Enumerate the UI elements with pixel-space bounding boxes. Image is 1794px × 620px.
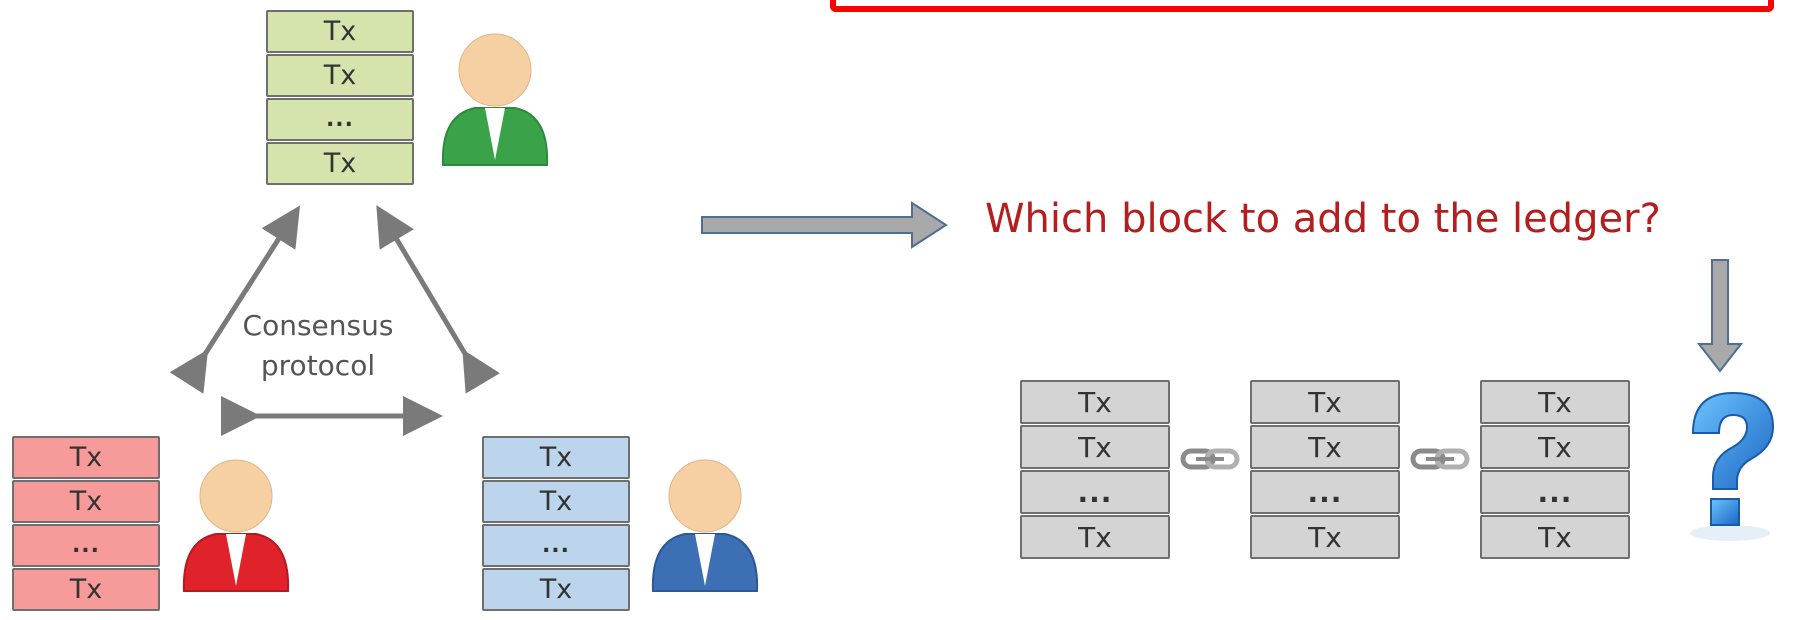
- tx-cell: Tx: [482, 568, 630, 611]
- red-node-block: Tx Tx ... Tx: [12, 436, 160, 612]
- ellipsis-cell: ...: [1020, 470, 1170, 514]
- consensus-arrows: [169, 205, 500, 436]
- tx-cell: Tx: [482, 480, 630, 523]
- highlight-frame: [830, 0, 1774, 12]
- tx-cell: Tx: [1020, 380, 1170, 424]
- tx-cell: Tx: [482, 436, 630, 479]
- blue-node-block: Tx Tx ... Tx: [482, 436, 630, 612]
- question-mark-icon: [1690, 391, 1775, 541]
- red-user-icon: [182, 459, 290, 592]
- ledger-block-3: Tx Tx ... Tx: [1480, 380, 1630, 560]
- tx-cell: Tx: [1250, 515, 1400, 559]
- ledger-block-2: Tx Tx ... Tx: [1250, 380, 1400, 560]
- tx-cell: Tx: [266, 142, 414, 185]
- arrow-right-diagonal: [376, 205, 500, 394]
- right-arrow-icon: [701, 201, 948, 249]
- tx-cell: Tx: [1020, 425, 1170, 469]
- chain-link-icon: [1180, 448, 1240, 470]
- tx-cell: Tx: [266, 54, 414, 97]
- ellipsis-cell: ...: [266, 98, 414, 141]
- tx-cell: Tx: [1250, 380, 1400, 424]
- tx-cell: Tx: [12, 436, 160, 479]
- down-arrow-icon: [1696, 259, 1744, 373]
- ellipsis-cell: ...: [1480, 470, 1630, 514]
- ellipsis-cell: ...: [1250, 470, 1400, 514]
- consensus-label: Consensus protocol: [238, 306, 398, 386]
- consensus-label-line1: Consensus: [242, 309, 394, 342]
- ellipsis-cell: ...: [482, 524, 630, 567]
- tx-cell: Tx: [12, 480, 160, 523]
- question-text: Which block to add to the ledger?: [985, 196, 1661, 242]
- tx-cell: Tx: [1250, 425, 1400, 469]
- tx-cell: Tx: [1020, 515, 1170, 559]
- green-user-icon: [441, 33, 549, 166]
- chain-link-icon: [1410, 448, 1470, 470]
- consensus-label-line2: protocol: [260, 349, 376, 382]
- green-node-block: Tx Tx ... Tx: [266, 10, 414, 186]
- ledger-block-1: Tx Tx ... Tx: [1020, 380, 1170, 560]
- tx-cell: Tx: [1480, 380, 1630, 424]
- tx-cell: Tx: [1480, 425, 1630, 469]
- tx-cell: Tx: [266, 10, 414, 53]
- blue-user-icon: [651, 459, 759, 592]
- arrow-left-diagonal: [169, 205, 301, 394]
- tx-cell: Tx: [12, 568, 160, 611]
- tx-cell: Tx: [1480, 515, 1630, 559]
- ellipsis-cell: ...: [12, 524, 160, 567]
